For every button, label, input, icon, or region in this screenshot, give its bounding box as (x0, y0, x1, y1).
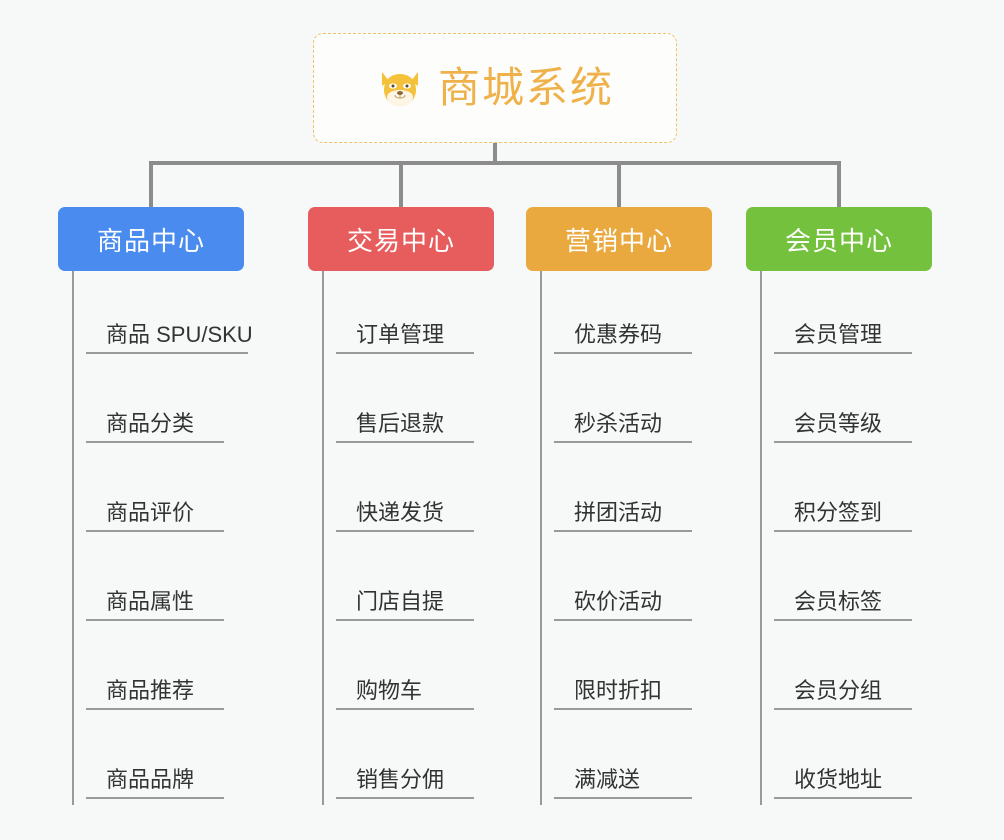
list-item[interactable]: 满减送 (540, 716, 716, 805)
leaf-trunk (72, 271, 74, 805)
leaf-label: 会员等级 (774, 411, 912, 443)
leaf-label: 积分签到 (774, 500, 912, 532)
leaf-group-product-center: 商品 SPU/SKU 商品分类 商品评价 商品属性 商品推荐 商品品牌 (58, 271, 253, 805)
list-item[interactable]: 秒杀活动 (540, 360, 716, 449)
connector-drop-4 (837, 161, 841, 207)
leaf-label: 限时折扣 (554, 678, 692, 710)
list-item[interactable]: 优惠券码 (540, 271, 716, 360)
leaf-trunk (540, 271, 542, 805)
list-item[interactable]: 商品推荐 (72, 627, 248, 716)
list-item[interactable]: 拼团活动 (540, 449, 716, 538)
list-item[interactable]: 订单管理 (322, 271, 498, 360)
connector-drop-2 (399, 161, 403, 207)
leaf-label: 商品推荐 (86, 678, 224, 710)
list-item[interactable]: 商品品牌 (72, 716, 248, 805)
shiba-dog-face-icon (376, 64, 424, 112)
branch-column-product-center: 商品中心 商品 SPU/SKU 商品分类 商品评价 商品属性 商品推荐 商品品牌 (58, 207, 253, 805)
list-item[interactable]: 会员等级 (760, 360, 936, 449)
leaf-label: 门店自提 (336, 589, 474, 621)
category-title: 交易中心 (346, 225, 455, 256)
list-item[interactable]: 商品分类 (72, 360, 248, 449)
leaf-label: 商品品牌 (86, 767, 224, 799)
list-item[interactable]: 会员分组 (760, 627, 936, 716)
leaf-label: 商品评价 (86, 500, 224, 532)
list-item[interactable]: 会员管理 (760, 271, 936, 360)
list-item[interactable]: 商品属性 (72, 538, 248, 627)
list-item[interactable]: 售后退款 (322, 360, 498, 449)
list-item[interactable]: 商品评价 (72, 449, 248, 538)
list-item[interactable]: 收货地址 (760, 716, 936, 805)
branch-column-marketing-center: 营销中心 优惠券码 秒杀活动 拼团活动 砍价活动 限时折扣 满减送 (526, 207, 716, 805)
list-item[interactable]: 限时折扣 (540, 627, 716, 716)
root-title: 商城系统 (437, 63, 614, 111)
leaf-label: 会员管理 (774, 322, 912, 354)
connector-horizontal-bus (149, 161, 841, 165)
root-node[interactable]: 商城系统 (313, 33, 677, 143)
list-item[interactable]: 商品 SPU/SKU (72, 271, 253, 360)
list-item[interactable]: 会员标签 (760, 538, 936, 627)
branch-column-member-center: 会员中心 会员管理 会员等级 积分签到 会员标签 会员分组 收货地址 (746, 207, 936, 805)
list-item[interactable]: 门店自提 (322, 538, 498, 627)
leaf-group-marketing-center: 优惠券码 秒杀活动 拼团活动 砍价活动 限时折扣 满减送 (526, 271, 716, 805)
leaf-list: 优惠券码 秒杀活动 拼团活动 砍价活动 限时折扣 满减送 (540, 271, 716, 805)
list-item[interactable]: 积分签到 (760, 449, 936, 538)
leaf-label: 优惠券码 (554, 322, 692, 354)
leaf-label: 快递发货 (336, 500, 474, 532)
list-item[interactable]: 砍价活动 (540, 538, 716, 627)
leaf-list: 会员管理 会员等级 积分签到 会员标签 会员分组 收货地址 (760, 271, 936, 805)
list-item[interactable]: 购物车 (322, 627, 498, 716)
leaf-label: 会员标签 (774, 589, 912, 621)
category-title: 营销中心 (564, 225, 673, 256)
leaf-label: 售后退款 (336, 411, 474, 443)
category-box-trade-center[interactable]: 交易中心 (308, 207, 494, 271)
list-item[interactable]: 快递发货 (322, 449, 498, 538)
leaf-label: 商品属性 (86, 589, 224, 621)
leaf-label: 会员分组 (774, 678, 912, 710)
leaf-group-trade-center: 订单管理 售后退款 快递发货 门店自提 购物车 销售分佣 (308, 271, 498, 805)
connector-drop-1 (149, 161, 153, 207)
leaf-list: 订单管理 售后退款 快递发货 门店自提 购物车 销售分佣 (322, 271, 498, 805)
leaf-label: 秒杀活动 (554, 411, 692, 443)
category-box-member-center[interactable]: 会员中心 (746, 207, 932, 271)
category-box-product-center[interactable]: 商品中心 (58, 207, 244, 271)
category-box-marketing-center[interactable]: 营销中心 (526, 207, 712, 271)
leaf-list: 商品 SPU/SKU 商品分类 商品评价 商品属性 商品推荐 商品品牌 (72, 271, 253, 805)
leaf-label: 商品分类 (86, 411, 224, 443)
leaf-label: 订单管理 (336, 322, 474, 354)
leaf-label: 满减送 (554, 767, 692, 799)
leaf-label: 商品 SPU/SKU (86, 322, 253, 354)
branch-column-trade-center: 交易中心 订单管理 售后退款 快递发货 门店自提 购物车 销售分佣 (308, 207, 498, 805)
category-title: 商品中心 (96, 225, 205, 256)
connector-root-stem (493, 143, 497, 165)
list-item[interactable]: 销售分佣 (322, 716, 498, 805)
leaf-label: 收货地址 (774, 767, 912, 799)
leaf-label: 购物车 (336, 678, 474, 710)
leaf-label: 拼团活动 (554, 500, 692, 532)
leaf-trunk (760, 271, 762, 805)
leaf-label: 砍价活动 (554, 589, 692, 621)
leaf-trunk (322, 271, 324, 805)
leaf-label: 销售分佣 (336, 767, 474, 799)
connector-drop-3 (617, 161, 621, 207)
leaf-group-member-center: 会员管理 会员等级 积分签到 会员标签 会员分组 收货地址 (746, 271, 936, 805)
category-title: 会员中心 (784, 225, 893, 256)
